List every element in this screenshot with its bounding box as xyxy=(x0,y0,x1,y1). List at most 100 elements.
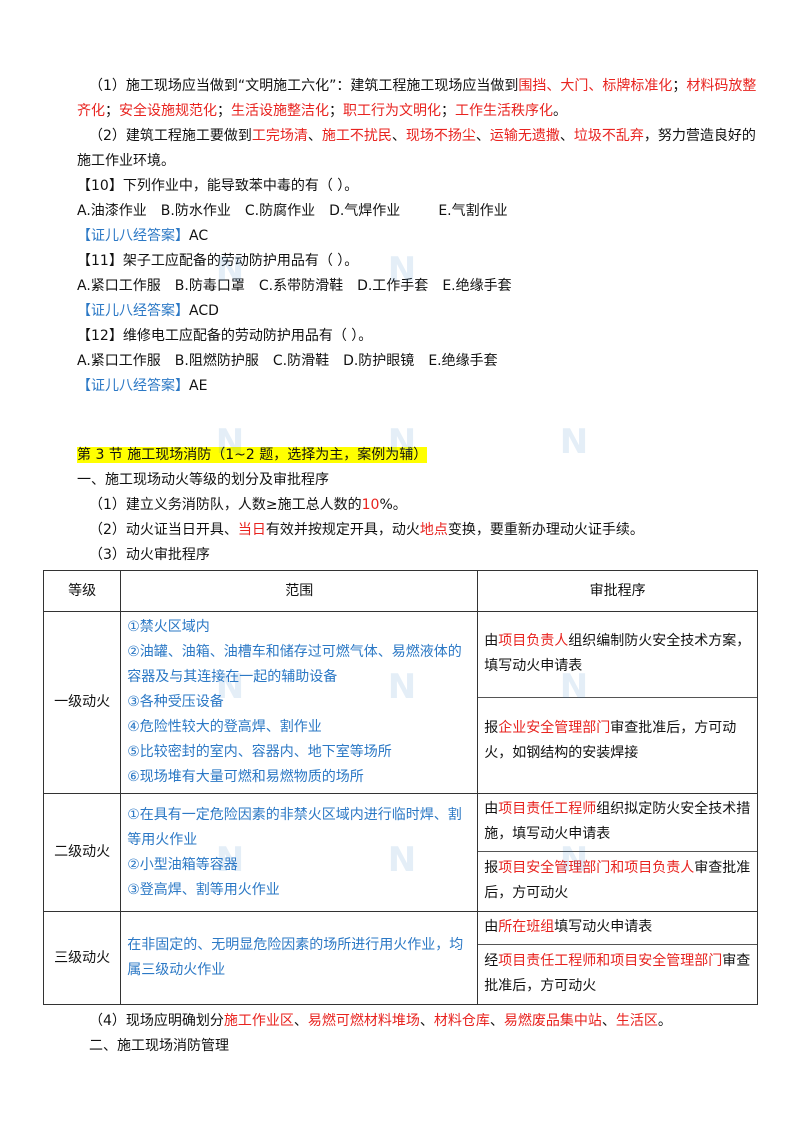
watermark-logo-icon: N xyxy=(559,667,589,707)
question-stem: 【10】下列作业中，能导致苯中毒的有（ ）。 xyxy=(77,178,359,194)
answer-line: 【证儿八经答案】ACD xyxy=(77,299,757,324)
text: ； xyxy=(441,103,455,119)
answer-label: 【证儿八经答案】 xyxy=(77,228,189,244)
text: 经 xyxy=(484,953,499,969)
approval-cell: 由项目责任工程师组织拟定防火安全技术措施，填写动火申请表 报项目安全管理部门和项… xyxy=(477,793,758,912)
paragraph-zoning: （4）现场应明确划分施工作业区、易燃可燃材料堆场、材料仓库、易燃废品集中站、生活… xyxy=(77,1009,757,1034)
scope-item: 在非固定的、无明显危险因素的场所进行用火作业，均属三级动火作业 xyxy=(127,937,464,978)
answer-value: AE xyxy=(189,378,208,394)
document-body: （1）施工现场应当做到“文明施工六化”：建筑工程施工现场应当做到围挡、大门、标牌… xyxy=(42,74,758,1059)
paragraph-hot-work-permit: （2）动火证当日开具、当日有效并按规定开具，动火地点变换，要重新办理动火证手续。 xyxy=(77,518,757,543)
option: B.防毒口罩 xyxy=(174,278,245,294)
text: 报 xyxy=(484,860,499,876)
text: 填写动火申请表 xyxy=(554,919,653,935)
option: C.防腐作业 xyxy=(244,203,316,219)
highlight-text: 项目安全管理部门和项目负责人 xyxy=(498,860,695,876)
text: （4）现场应明确划分 xyxy=(89,1013,224,1029)
highlight-text: 材料仓库 xyxy=(433,1013,490,1029)
approval-cell: 由所在班组填写动火申请表 经项目责任工程师和项目安全管理部门审查批准后，方可动火 xyxy=(477,911,758,1005)
option: E.绝缘手套 xyxy=(442,278,512,294)
scope-item: ③登高焊、割等用火作业 xyxy=(127,881,280,898)
highlight-text: 易燃可燃材料堆场 xyxy=(307,1013,420,1029)
option: A.油漆作业 xyxy=(77,203,147,219)
option: D.气焊作业 xyxy=(329,203,401,219)
table-header: 范围 xyxy=(120,570,479,612)
approval-step: 报企业安全管理部门审查批准后，方可动火，如钢结构的安装焊接 xyxy=(478,697,757,776)
scope-item: ⑥现场堆有大量可燃和易燃物质的场所 xyxy=(127,769,364,785)
highlight-text: 垃圾不乱弃 xyxy=(573,128,644,144)
paragraph-site-requirements: （2）建筑工程施工要做到工完场清、施工不扰民、现场不扬尘、运输无遗撒、垃圾不乱弃… xyxy=(77,124,757,174)
highlight-text: 围挡、大门、标牌标准化 xyxy=(518,78,673,94)
level-cell: 二级动火 xyxy=(42,793,122,912)
highlight-text: 10 xyxy=(361,497,380,513)
table-row: 一级动火 ①禁火区域内 ②油罐、油箱、油槽车和储存过可燃气体、易燃液体的容器及与… xyxy=(42,611,758,794)
table-row: 二级动火 ①在具有一定危险因素的非禁火区域内进行临时焊、割等用火作业 ②小型油箱… xyxy=(42,793,758,912)
question-options: A.紧口工作服 B.阻燃防护服 C.防滑鞋 D.防护眼镜 E.绝缘手套 xyxy=(77,349,757,374)
question-stem: 【12】维修电工应配备的劳动防护用品有（ ）。 xyxy=(77,328,373,344)
text: ； xyxy=(105,103,119,119)
question-options: A.紧口工作服 B.防毒口罩 C.系带防滑鞋 D.工作手套 E.绝缘手套 xyxy=(77,274,757,299)
option: C.防滑鞋 xyxy=(272,353,330,369)
option: E.气割作业 xyxy=(438,203,508,219)
highlight-text: 地点 xyxy=(419,522,448,538)
option: D.防护眼镜 xyxy=(343,353,415,369)
text: （1）建立义务消防队，人数≥施工总人数的 xyxy=(89,497,362,513)
text: 组织编制防火安全技术方案，填写动火申请表 xyxy=(484,633,751,674)
text: 有效并按规定开具，动火 xyxy=(265,522,420,538)
scope-cell: ①在具有一定危险因素的非禁火区域内进行临时焊、割等用火作业 ②小型油箱等容器 ③… xyxy=(120,793,479,912)
option: D.工作手套 xyxy=(357,278,429,294)
scope-item: ⑤比较密封的室内、容器内、地下室等场所 xyxy=(127,744,392,760)
watermark-logo-icon: N xyxy=(387,840,417,880)
highlight-text: 项目责任工程师 xyxy=(498,801,597,817)
approval-step: 由所在班组填写动火申请表 xyxy=(484,915,751,944)
paragraph-fire-brigade: （1）建立义务消防队，人数≥施工总人数的10%。 xyxy=(77,493,757,518)
scope-item: ②小型油箱等容器 xyxy=(127,856,238,873)
approval-cell: 由项目负责人组织编制防火安全技术方案，填写动火申请表 报企业安全管理部门审查批准… xyxy=(477,611,758,794)
highlight-text: 现场不扬尘 xyxy=(405,128,476,144)
text: 由 xyxy=(484,801,499,817)
heading-2: 二、施工现场消防管理 xyxy=(89,1038,229,1054)
approval-step: 由项目责任工程师组织拟定防火安全技术措施，填写动火申请表 xyxy=(484,797,751,851)
table-header-row: 等级 范围 审批程序 xyxy=(42,570,758,612)
approval-step: 经项目责任工程师和项目安全管理部门审查批准后，方可动火 xyxy=(478,944,757,1001)
answer-label: 【证儿八经答案】 xyxy=(77,303,189,319)
scope-item: ①禁火区域内 xyxy=(127,619,210,635)
text: 审查批准后，方可动火，如钢结构的安装焊接 xyxy=(484,720,737,761)
paragraph-civilized-construction: （1）施工现场应当做到“文明施工六化”：建筑工程施工现场应当做到围挡、大门、标牌… xyxy=(77,74,757,124)
text: ； xyxy=(217,103,231,119)
text: 、 xyxy=(391,128,406,144)
watermark-logo-icon: N xyxy=(387,667,417,707)
text: 、 xyxy=(489,1013,504,1029)
option: E.绝缘手套 xyxy=(428,353,498,369)
watermark-logo-icon: N xyxy=(215,422,245,462)
watermark-logo-icon: N xyxy=(559,840,589,880)
table-header: 等级 xyxy=(42,570,122,612)
highlight-text: 企业安全管理部门 xyxy=(498,720,611,736)
text: %。 xyxy=(379,497,407,513)
answer-value: ACD xyxy=(189,303,219,319)
watermark-logo-icon: N xyxy=(215,250,245,290)
scope-item: ③各种受压设备 xyxy=(127,694,224,710)
watermark-logo-icon: N xyxy=(215,667,245,707)
text: （2）建筑工程施工要做到 xyxy=(89,128,252,144)
highlight-text: 所在班组 xyxy=(498,919,555,935)
question-options: A.油漆作业 B.防水作业 C.防腐作业 D.气焊作业 E.气割作业 xyxy=(77,199,757,224)
text: 由 xyxy=(484,919,499,935)
text: 、 xyxy=(307,128,322,144)
hot-work-table: 等级 范围 审批程序 一级动火 ①禁火区域内 ②油罐、油箱、油槽车和储存过可燃气… xyxy=(42,570,758,1005)
scope-item: ④危险性较大的登高焊、割作业 xyxy=(127,719,322,735)
highlight-text: 项目责任工程师和项目安全管理部门 xyxy=(498,953,723,969)
text: （2）动火证当日开具、 xyxy=(89,522,238,538)
highlight-text: 工作生活秩序化 xyxy=(455,103,553,119)
highlight-text: 项目负责人 xyxy=(498,633,569,649)
text: 审查批准后，方可动火 xyxy=(484,953,751,994)
text: 、 xyxy=(475,128,490,144)
text: 由 xyxy=(484,633,499,649)
highlight-text: 运输无遗撒 xyxy=(489,128,560,144)
text: 、 xyxy=(293,1013,308,1029)
option: C.系带防滑鞋 xyxy=(258,278,344,294)
text: 、 xyxy=(559,128,574,144)
text: 审查批准后，方可动火 xyxy=(484,860,751,901)
level-cell: 三级动火 xyxy=(42,911,122,1005)
highlight-text: 生活区 xyxy=(615,1013,658,1029)
